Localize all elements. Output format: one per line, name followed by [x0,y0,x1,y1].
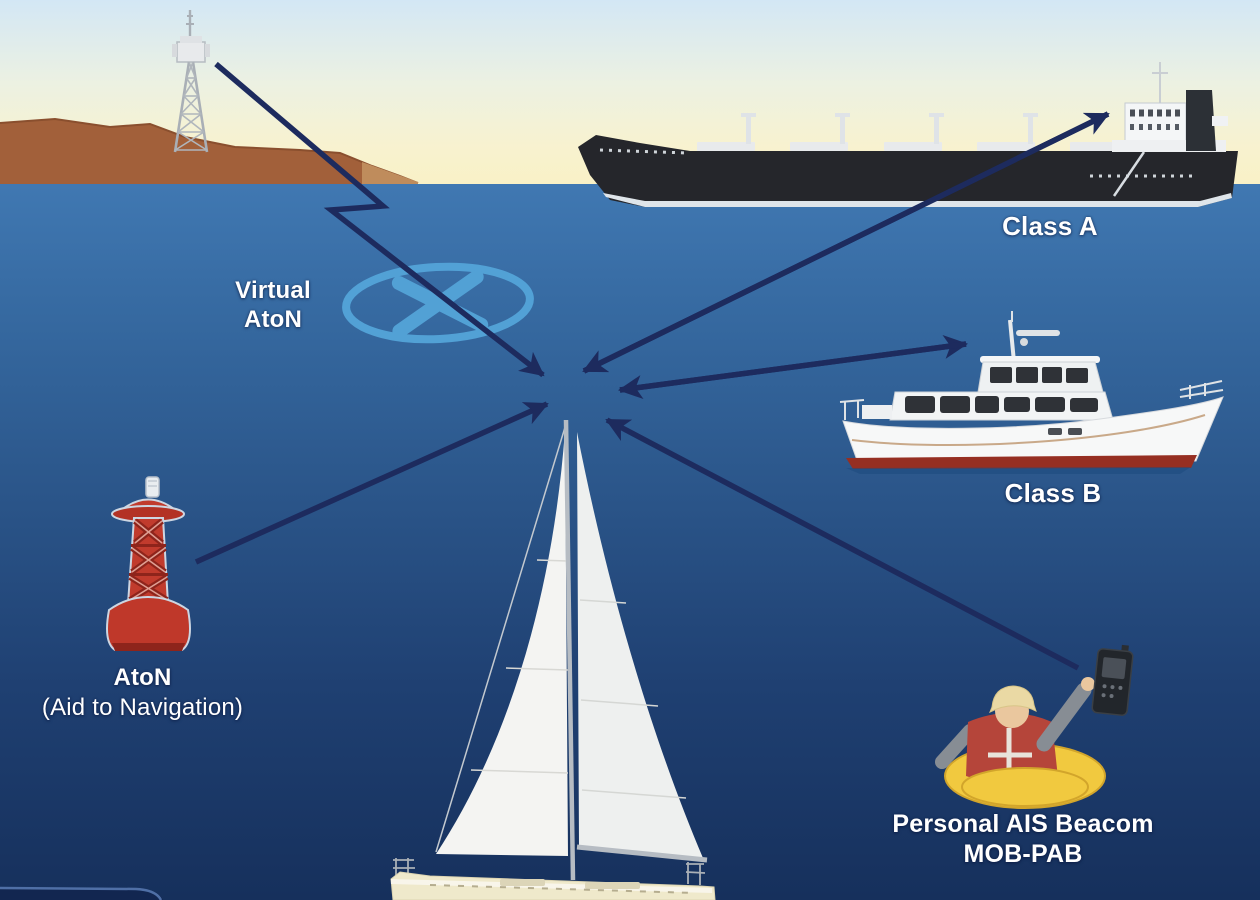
arrow-aton-to-sailboat [194,401,549,565]
red-buoy-icon [106,476,191,651]
virtual-aton-label-line1: Virtual [235,277,311,304]
virtual-aton-label: Virtual AtoN [203,276,343,334]
circle-x-marker-icon [342,262,534,344]
class-a-label: Class A [1002,211,1098,241]
person-in-lifering-icon [935,644,1134,809]
aton-label-line1: AtoN [113,664,172,691]
motor-yacht-icon [839,311,1224,474]
arrow-mob-to-sailboat [605,417,1080,671]
cargo-ship-icon [578,62,1238,207]
mob-label: Personal AIS Beacom MOB-PAB [878,809,1168,869]
virtual-aton-label-line2: AtoN [243,306,303,333]
corner-overlay [0,886,163,900]
class-b-label: Class B [1004,478,1102,508]
arrow-class-a-to-sailboat [582,111,1110,374]
ais-arrows [194,61,1110,671]
arrow-base-station-to-sailboat [214,61,545,378]
mob-label-line1: Personal AIS Beacom [892,810,1154,838]
shore-landmass [0,117,419,184]
arrow-class-b-to-sailboat [618,341,967,400]
radio-tower-icon [172,10,210,153]
mob-label-line2: MOB-PAB [963,840,1083,868]
sailboat-icon [390,419,716,900]
aton-label-line2: (Aid to Navigation) [41,694,244,721]
aton-label: AtoN (Aid to Navigation) [15,663,270,723]
